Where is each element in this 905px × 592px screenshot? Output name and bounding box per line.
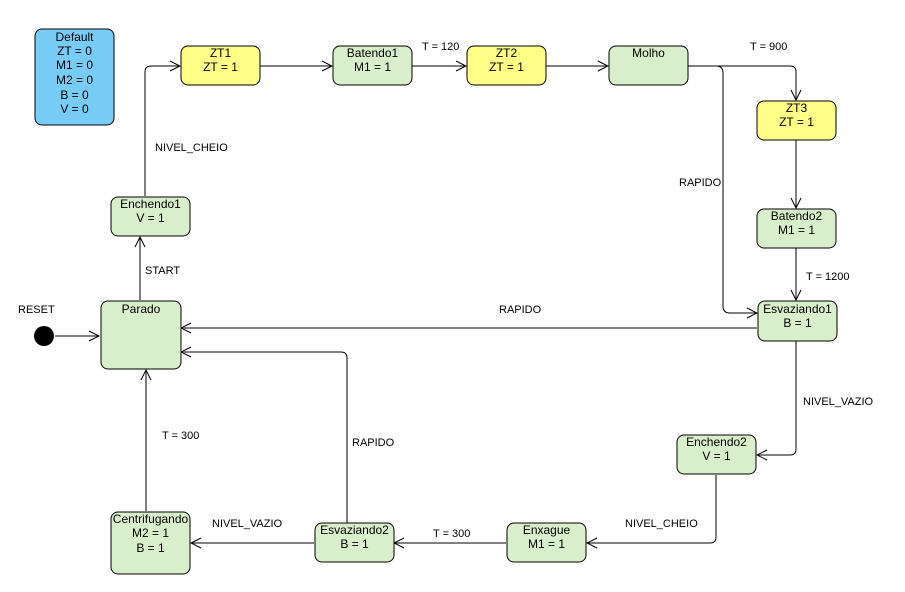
label-enchendo2-enxague: NIVEL_CHEIO	[625, 518, 698, 530]
label-enchendo1-zt1: NIVEL_CHEIO	[155, 142, 228, 154]
state-name: Esvaziando1	[763, 302, 832, 316]
state-action: B = 1	[783, 316, 812, 330]
state-centrifugando[interactable]: Centrifugando M2 = 1 B = 1	[110, 511, 191, 575]
state-action: V = 1	[136, 211, 165, 225]
label-parado-enchendo1: START	[145, 265, 180, 277]
default-box: Default ZT = 0 M1 = 0 M2 = 0 B = 0 V = 0	[34, 28, 115, 126]
state-action: V = 1	[702, 449, 731, 463]
label-enxague-esvaziando2: T = 300	[433, 528, 470, 540]
state-action: ZT = 1	[779, 115, 814, 129]
label-esvaziando1-parado: RAPIDO	[499, 304, 542, 316]
state-batendo2[interactable]: Batendo2 M1 = 1	[756, 208, 837, 249]
state-zt2[interactable]: ZT2 ZT = 1	[466, 45, 547, 86]
default-line: M1 = 0	[56, 58, 93, 72]
state-name: Enxague	[523, 523, 571, 537]
state-zt1[interactable]: ZT1 ZT = 1	[180, 45, 261, 86]
state-name: Centrifugando	[113, 512, 189, 526]
state-name: ZT1	[210, 46, 232, 60]
label-esvaziando2-centrifugando: NIVEL_VAZIO	[212, 518, 283, 530]
state-action: B = 1	[340, 537, 369, 551]
edge-esvaziando1-enchendo2	[757, 341, 797, 455]
state-name: ZT3	[786, 101, 808, 115]
label-esvaziando1-enchendo2: NIVEL_VAZIO	[803, 396, 874, 408]
label-molho-esvaziando1: RAPIDO	[679, 177, 722, 189]
state-enchendo2[interactable]: Enchendo2 V = 1	[676, 434, 757, 475]
state-name: ZT2	[496, 46, 518, 60]
state-name: Parado	[122, 302, 161, 316]
state-molho[interactable]: Molho	[608, 45, 689, 86]
state-name: Batendo1	[347, 46, 399, 60]
label-batendo2-esvaziando1: T = 1200	[806, 271, 850, 283]
edge-molho-esvaziando1	[715, 65, 757, 313]
default-line: M2 = 0	[56, 73, 93, 87]
state-action: M1 = 1	[528, 537, 565, 551]
state-name: Molho	[632, 46, 665, 60]
edge-molho-zt3	[688, 65, 796, 100]
edge-enchendo2-enxague	[587, 475, 717, 543]
default-line: B = 0	[60, 88, 89, 102]
state-name: Enchendo2	[686, 435, 747, 449]
label-centrifugando-parado: T = 300	[162, 430, 199, 442]
state-action: ZT = 1	[203, 60, 238, 74]
state-zt3[interactable]: ZT3 ZT = 1	[756, 100, 837, 141]
state-enchendo1[interactable]: Enchendo1 V = 1	[110, 196, 191, 237]
label-esvaziando2-parado: RAPIDO	[352, 437, 395, 449]
state-action: ZT = 1	[489, 60, 524, 74]
state-action: B = 1	[136, 541, 165, 555]
state-batendo1[interactable]: Batendo1 M1 = 1	[332, 45, 413, 86]
reset-node: RESET	[18, 304, 55, 346]
reset-label: RESET	[18, 304, 55, 316]
initial-state-dot	[34, 326, 54, 346]
edge-enchendo1-zt1	[144, 66, 180, 196]
state-esvaziando1[interactable]: Esvaziando1 B = 1	[757, 300, 838, 342]
label-batendo1-zt2: T = 120	[422, 41, 459, 53]
edges: START NIVEL_CHEIO T = 120 T = 900 RAPIDO…	[55, 41, 874, 543]
default-line: V = 0	[60, 102, 89, 116]
state-action: M1 = 1	[778, 223, 815, 237]
default-box-rect	[34, 28, 115, 126]
state-action: M2 = 1	[132, 526, 169, 540]
state-esvaziando2[interactable]: Esvaziando2 B = 1	[314, 522, 395, 563]
state-name: Enchendo1	[120, 197, 181, 211]
label-molho-zt3: T = 900	[750, 41, 787, 53]
default-line: Default	[55, 30, 94, 44]
state-enxague[interactable]: Enxague M1 = 1	[506, 522, 587, 563]
state-name: Batendo2	[771, 209, 823, 223]
state-parado[interactable]: Parado	[100, 300, 182, 370]
edge-esvaziando2-parado	[181, 352, 348, 523]
default-line: ZT = 0	[57, 44, 92, 58]
state-name: Esvaziando2	[320, 523, 389, 537]
state-action: M1 = 1	[354, 60, 391, 74]
